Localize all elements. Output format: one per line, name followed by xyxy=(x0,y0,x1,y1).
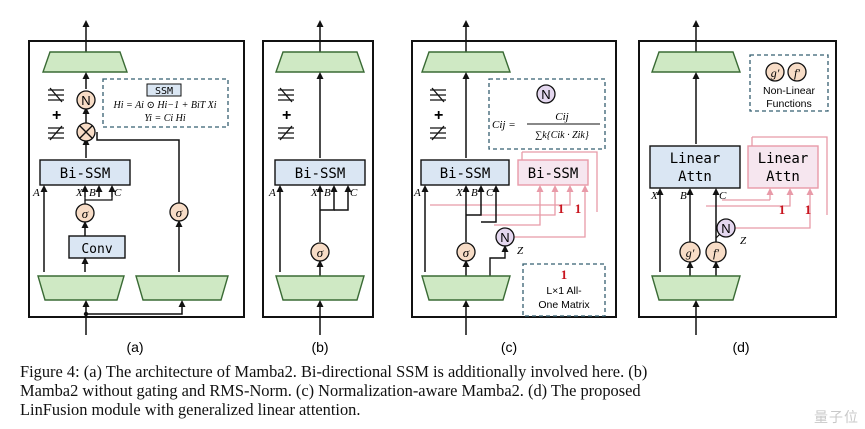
caption-line-1: Figure 4: (a) The architecture of Mamba2… xyxy=(20,362,648,381)
norm-icon xyxy=(536,84,556,104)
svg-text:+: + xyxy=(434,107,443,124)
linear-attn-label-2: Attn xyxy=(678,169,712,185)
legend-line-1: Non-Linear xyxy=(763,85,815,97)
non-linear-functions-legend xyxy=(749,54,829,112)
input-projection xyxy=(421,275,511,301)
input-label-x: X xyxy=(75,187,84,199)
formula-numerator: Cij xyxy=(555,111,568,123)
shuffle-icon xyxy=(278,87,294,103)
input-label-b: B xyxy=(324,187,331,199)
bi-ssm-block xyxy=(420,159,510,186)
input-label-b: B xyxy=(680,190,687,202)
bi-ssm-block xyxy=(39,159,131,186)
input-label-x: X xyxy=(650,190,659,202)
ssm-equation-1: Hi = Ai ⊙ Hi−1 + BiT Xi xyxy=(113,100,217,111)
matrix-line-2: One Matrix xyxy=(538,299,590,311)
bi-ssm-label: Bi-SSM xyxy=(295,166,346,182)
conv-block xyxy=(68,235,126,259)
norm-node xyxy=(716,218,736,238)
output-projection xyxy=(651,51,741,73)
input-label-x: X xyxy=(310,187,319,199)
input-label-c: C xyxy=(350,187,358,199)
norm-label: N xyxy=(81,93,90,108)
output-projection xyxy=(275,51,365,73)
z-label: Z xyxy=(517,245,524,257)
input-label-c: C xyxy=(114,187,122,199)
figure-caption: Figure 4: (a) The architecture of Mamba2… xyxy=(20,362,850,419)
matrix-one-label: 1 xyxy=(561,267,568,282)
linear-attn-normalizer-label-2: Attn xyxy=(766,169,800,185)
f-prime-label: f′ xyxy=(713,246,719,260)
bi-ssm-label: Bi-SSM xyxy=(60,166,111,182)
input-projection-left xyxy=(37,275,125,301)
ones-label-2: 1 xyxy=(805,202,812,217)
output-projection xyxy=(421,51,511,73)
caption-line-2: Mamba2 without gating and RMS-Norm. (c) … xyxy=(20,381,641,400)
f-prime-icon xyxy=(787,62,807,82)
panel-b-label: (b) xyxy=(311,339,328,355)
input-label-a: A xyxy=(413,187,421,199)
panel-d: g′ f′ Non-Linear Functions Linear Attn L… xyxy=(638,20,837,355)
svg-text:+: + xyxy=(282,107,291,124)
shuffle-icon xyxy=(430,125,446,141)
all-one-matrix-box xyxy=(522,263,606,317)
input-label-b: B xyxy=(471,187,478,199)
g-prime-label: g′ xyxy=(686,246,695,260)
bi-ssm-label: Bi-SSM xyxy=(440,166,491,182)
norm-label: N xyxy=(500,230,509,245)
ssm-equation-2: Yi = Ci Hi xyxy=(144,113,186,124)
shuffle-icon xyxy=(48,87,64,103)
shuffle-icon xyxy=(430,87,446,103)
ones-label-1: 1 xyxy=(558,201,565,216)
input-label-c: C xyxy=(486,187,494,199)
legend-line-2: Functions xyxy=(766,98,812,110)
linear-attn-normalizer-label-1: Linear xyxy=(758,151,809,167)
input-projection xyxy=(651,275,741,301)
panel-c-label: (c) xyxy=(501,339,517,355)
output-projection xyxy=(42,51,128,73)
ones-label-1: 1 xyxy=(779,202,786,217)
caption-line-3: LinFusion module with generalized linear… xyxy=(20,400,361,419)
input-projection-right xyxy=(135,275,229,301)
panel-d-label: (d) xyxy=(732,339,749,355)
input-projection xyxy=(275,275,365,301)
legend-g-label: g′ xyxy=(771,66,780,80)
input-label-a: A xyxy=(32,187,40,199)
input-label-c: C xyxy=(719,190,727,202)
shuffle-icon xyxy=(48,125,64,141)
bi-ssm-normalizer-block xyxy=(517,159,589,186)
legend-f-label: f′ xyxy=(794,66,800,80)
norm-label: N xyxy=(721,221,730,236)
z-label: Z xyxy=(740,235,747,247)
input-label-b: B xyxy=(89,187,96,199)
ones-label-2: 1 xyxy=(575,201,582,216)
sigma-label: σ xyxy=(317,245,324,260)
matrix-line-1: L×1 All- xyxy=(546,285,582,297)
formula-denominator: ∑k{Cik · Zik} xyxy=(535,130,589,141)
formula-lhs: Cij = xyxy=(492,119,516,131)
svg-text:+: + xyxy=(52,107,61,124)
panel-b: + Bi-SSM A X B C σ (b) xyxy=(262,20,374,355)
architecture-figure: + N SSM Hi = Ai ⊙ Hi−1 + BiT Xi Yi = Ci … xyxy=(28,20,837,355)
sigma-label: σ xyxy=(82,206,89,221)
sigma-label: σ xyxy=(463,245,470,260)
shuffle-icon xyxy=(278,125,294,141)
watermark-logo: 量子位 xyxy=(814,410,859,426)
sigma-gate-label: σ xyxy=(176,205,183,220)
linear-attention-normalizer-block xyxy=(747,145,819,189)
norm-node xyxy=(76,90,96,110)
panel-a: + N SSM Hi = Ai ⊙ Hi−1 + BiT Xi Yi = Ci … xyxy=(28,20,245,355)
linear-attn-label-1: Linear xyxy=(670,151,721,167)
ssm-title: SSM xyxy=(155,86,173,97)
norm-icon-label: N xyxy=(541,87,550,102)
conv-label: Conv xyxy=(81,242,112,257)
linear-attention-block xyxy=(649,145,741,189)
input-label-x: X xyxy=(455,187,464,199)
input-label-a: A xyxy=(268,187,276,199)
bi-ssm-normalizer-label: Bi-SSM xyxy=(528,166,579,182)
panel-a-label: (a) xyxy=(126,339,143,355)
panel-c: + N Cij = Cij ∑k{Cik · Zik} Bi-SSM Bi-SS… xyxy=(411,20,617,355)
g-prime-icon xyxy=(765,62,785,82)
